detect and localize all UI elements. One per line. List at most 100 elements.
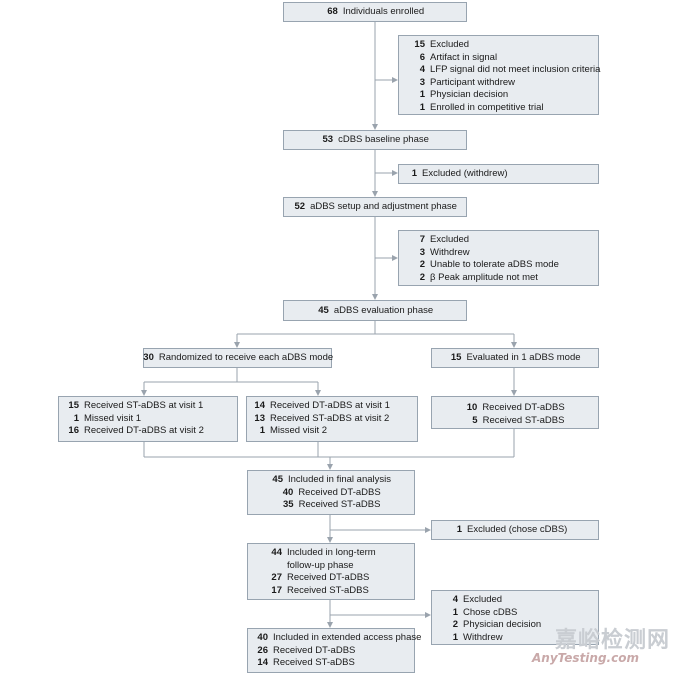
cdbs-baseline-box: 53 cDBS baseline phase [283, 130, 467, 150]
count: 1 [73, 412, 79, 424]
count: 1 [419, 101, 425, 113]
label: Received ST-aDBS [287, 584, 369, 596]
label: Enrolled in competitive trial [430, 101, 544, 113]
count: 2 [452, 619, 458, 630]
count: 17 [271, 584, 282, 596]
label: Received DT-aDBS at visit 1 [270, 400, 390, 411]
label: cDBS baseline phase [338, 134, 429, 145]
extended-access-box: 40 Included in extended access phase 26 Rec… [247, 628, 421, 673]
label: Excluded [463, 594, 503, 605]
label: β Peak amplitude not met [430, 271, 538, 283]
label: Received ST-aDBS [298, 499, 381, 510]
label: Excluded (withdrew) [422, 168, 508, 179]
count: 40 [257, 632, 268, 643]
box-row: 17 Received ST-aDBS [268, 585, 414, 598]
count: 68 [327, 6, 338, 17]
box-row: 1 Missed visit 1 [67, 413, 237, 426]
box-row: 15 Excluded [405, 39, 598, 52]
label: Included in long-term [287, 547, 376, 558]
count: 1 [456, 524, 462, 535]
box-row: 7 Excluded [405, 234, 598, 247]
label: Received ST-aDBS [482, 414, 565, 426]
count: 13 [254, 412, 265, 424]
count: 52 [294, 201, 306, 212]
label: Received ST-aDBS at visit 1 [84, 400, 204, 411]
count: 1 [411, 168, 417, 179]
count: 7 [419, 234, 425, 245]
label: Physician decision [430, 89, 509, 100]
label: follow-up phase [287, 559, 354, 571]
label: Randomized to receive each aDBS mode [158, 352, 334, 363]
count: 26 [257, 644, 268, 656]
label: Missed visit 1 [84, 412, 142, 424]
count: 45 [318, 305, 329, 316]
count: 4 [452, 594, 458, 605]
count: 14 [254, 400, 265, 411]
count: 3 [419, 76, 425, 88]
label: Included in extended access phase [273, 632, 422, 643]
count: 44 [271, 547, 282, 558]
box-row: 14 Received DT-aDBS at visit 1 [253, 400, 417, 413]
watermark-cn: 嘉峪检测网 [555, 628, 671, 653]
box-row: 1 Physician decision [405, 89, 598, 102]
count: 14 [257, 657, 268, 668]
box-row: 40 Included in extended access phase [256, 632, 421, 645]
count: 2 [419, 259, 425, 270]
label: LFP signal did not meet inclusion criter… [430, 64, 601, 75]
count: 30 [143, 352, 154, 363]
count: 15 [414, 39, 425, 50]
label: Withdrew [463, 631, 503, 643]
label: Excluded (chose cDBS) [467, 524, 568, 535]
label: Excluded [430, 39, 470, 50]
box-row: 1 Missed visit 2 [253, 425, 417, 438]
box-row: 44 Included in long-term [268, 547, 414, 560]
count: 1 [259, 425, 265, 436]
count: 16 [68, 425, 79, 436]
box-row: 26 Received DT-aDBS [256, 645, 414, 658]
excluded-chose-cdbs-box: 1 Excluded (chose cDBS) [431, 520, 599, 540]
excluded-withdrew-box: 1 Excluded (withdrew) [398, 164, 599, 184]
label: Received DT-aDBS [298, 486, 381, 498]
label: Withdrew [430, 246, 470, 258]
label: Received DT-aDBS at visit 2 [84, 425, 204, 436]
randomized-box: 30 Randomized to receive each aDBS mode [143, 348, 334, 368]
label: Received DT-aDBS [273, 644, 356, 656]
count: 1 [419, 89, 425, 100]
label: Included in final analysis [288, 474, 391, 485]
box-row: 53 cDBS baseline phase [284, 134, 466, 147]
label: Excluded [430, 234, 470, 245]
count: 15 [450, 352, 462, 363]
box-row: 1 Excluded (chose cDBS) [450, 524, 598, 537]
box-row: 1 Excluded (withdrew) [405, 168, 598, 181]
box-row: 4 Excluded [446, 594, 598, 607]
label: Missed visit 2 [270, 425, 328, 436]
count: 53 [322, 134, 334, 145]
